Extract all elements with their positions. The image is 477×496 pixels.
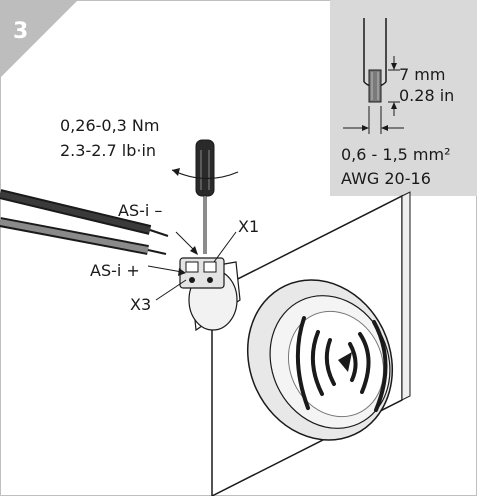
- strip-length-mm: 7 mm: [399, 65, 445, 84]
- torque-metric: 0,26-0,3 Nm: [60, 116, 159, 135]
- terminal-x1: X1: [238, 217, 259, 236]
- wire-label-positive: AS-i +: [90, 261, 140, 280]
- connector-housing: [179, 257, 241, 332]
- strip-detail-panel: 7 mm 0.28 in 0,6 - 1,5 mm² AWG 20-16: [330, 0, 477, 196]
- step-number: 3: [13, 19, 28, 44]
- strip-length-in: 0.28 in: [399, 86, 454, 105]
- wire-awg: AWG 20-16: [341, 169, 431, 188]
- torque-imperial: 2.3-2.7 lb·in: [60, 141, 156, 160]
- step-badge: 3: [0, 0, 78, 78]
- screwdriver: [171, 139, 239, 254]
- as-i-cables: [0, 189, 169, 255]
- wire-cross-section: 0,6 - 1,5 mm²: [341, 145, 451, 164]
- terminal-x3: X3: [130, 295, 151, 314]
- sounder-device: [246, 279, 394, 441]
- wire-label-negative: AS-i –: [118, 201, 162, 220]
